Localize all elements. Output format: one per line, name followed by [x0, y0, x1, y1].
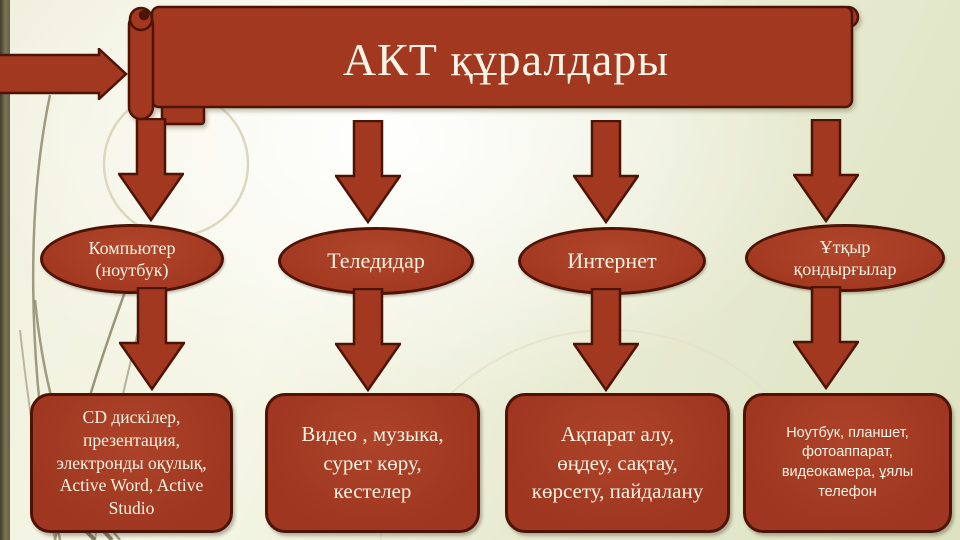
down-arrow-icon: [118, 118, 184, 222]
category-label: Теледидар: [327, 248, 425, 274]
category-label: Компьютер (ноутбук): [88, 237, 176, 281]
slide-title: АКТ құралдары: [342, 33, 670, 85]
details-text: Видео , музыка, сурет көру, кестелер: [301, 422, 444, 504]
category-label: Ұтқыр қондырғылар: [793, 236, 897, 280]
category-ellipse-mobile-devices: Ұтқыр қондырғылар: [745, 224, 945, 292]
details-text: Ноутбук, планшет, фотоаппарат, видеокаме…: [781, 424, 914, 500]
details-text: Ақпарат алу, өңдеу, сақтау, көрсету, пай…: [531, 422, 704, 504]
details-box-internet: Ақпарат алу, өңдеу, сақтау, көрсету, пай…: [505, 393, 730, 533]
down-arrow-icon: [573, 288, 639, 392]
category-ellipse-internet: Интернет: [518, 227, 706, 295]
down-arrow-icon: [335, 288, 401, 392]
down-arrow-icon: [335, 120, 401, 224]
down-arrow-icon: [573, 120, 639, 224]
category-ellipse-tv: Теледидар: [278, 227, 474, 295]
right-arrow-icon: [0, 48, 128, 100]
category-ellipse-computer: Компьютер (ноутбук): [40, 224, 224, 294]
down-arrow-icon: [793, 119, 859, 223]
details-box-tv: Видео , музыка, сурет көру, кестелер: [265, 393, 480, 533]
down-arrow-icon: [119, 287, 185, 391]
details-box-computer: CD дискілер, презентация, электронды оқу…: [30, 393, 233, 533]
details-box-mobile-devices: Ноутбук, планшет, фотоаппарат, видеокаме…: [743, 393, 952, 533]
left-edge-band: [0, 0, 10, 540]
category-label: Интернет: [567, 248, 657, 274]
details-text: CD дискілер, презентация, электронды оқу…: [56, 407, 207, 519]
title-banner: АКТ құралдары: [126, 2, 862, 132]
scroll-shape: [127, 5, 860, 126]
down-arrow-icon: [793, 286, 859, 390]
